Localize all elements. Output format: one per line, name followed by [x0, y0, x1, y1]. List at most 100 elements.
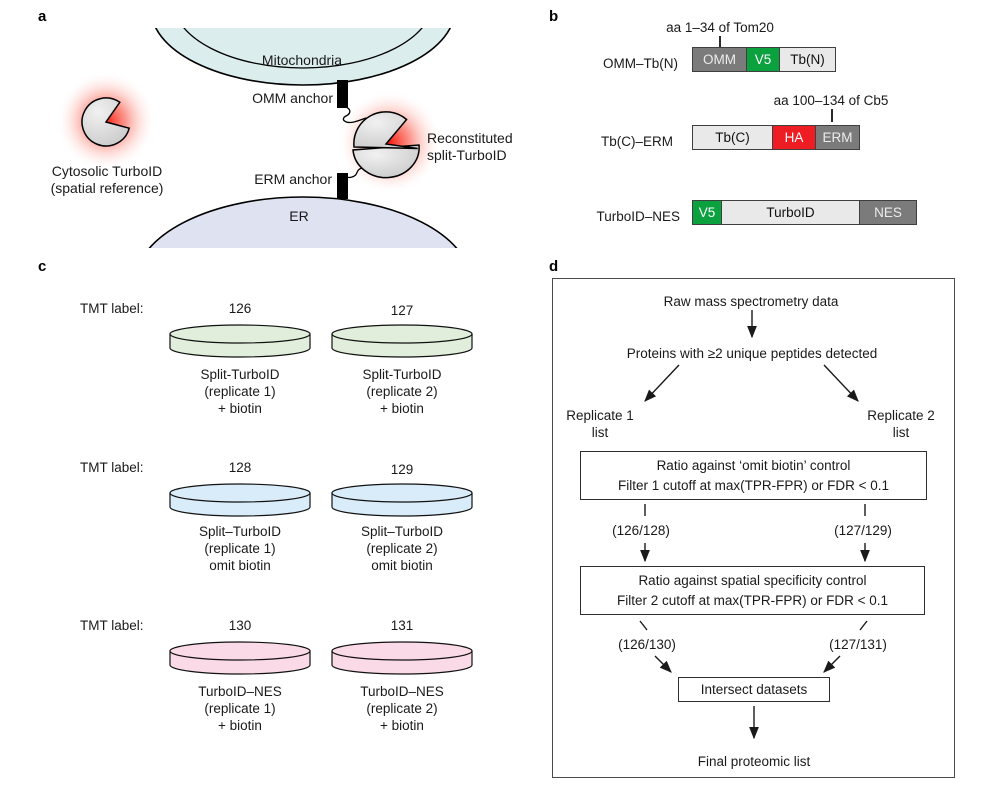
panel-b-label: b: [549, 8, 559, 25]
construct2-seg-erm: ERM: [815, 125, 860, 150]
tmt-126: 126: [228, 301, 252, 316]
panel-c-dishes: [169, 324, 473, 675]
dish-127-caption-line3: + biotin: [380, 401, 424, 416]
construct3-seg-v5: V5: [692, 200, 722, 225]
flow-peptides: Proteins with ≥2 unique peptides detecte…: [626, 346, 878, 361]
construct3-seg-nes: NES: [859, 200, 917, 225]
dish-130-caption-line3: + biotin: [218, 718, 262, 733]
dish-130-caption: TurboID–NES (replicate 1) + biotin: [155, 683, 325, 734]
flow-replicate1-line1: Replicate 1: [566, 408, 634, 423]
cytosolic-turboid-label-line2: (spatial reference): [50, 179, 164, 196]
dish-128-caption-line1: Split–TurboID: [198, 524, 282, 539]
tmt-130: 130: [228, 618, 252, 633]
dish-128: [169, 483, 311, 517]
construct2-seg-tbc: Tb(C): [692, 125, 773, 150]
reconstituted-label-line2: split-TurboID: [427, 146, 507, 163]
tmt-label-row2: TMT label:: [80, 460, 144, 475]
tmt-128: 128: [228, 460, 252, 475]
dish-126-caption-line3: + biotin: [218, 401, 262, 416]
dish-127-caption-line1: Split-TurboID: [362, 367, 442, 382]
dish-127-caption: Split-TurboID (replicate 2) + biotin: [317, 366, 487, 417]
tmt-131: 131: [390, 618, 414, 633]
flow-filter1-line1: Ratio against ‘omit biotin’ control: [656, 458, 851, 473]
mitochondria-label: Mitochondria: [261, 52, 343, 68]
dish-130-caption-line2: (replicate 1): [204, 701, 276, 716]
construct3-bar: V5 TurboID NES: [692, 200, 917, 225]
dish-127-caption-line2: (replicate 2): [366, 384, 438, 399]
construct2-annotation-tick: [831, 109, 833, 122]
flow-ratio-126-128: (126/128): [612, 523, 670, 538]
dish-130-caption-line1: TurboID–NES: [198, 684, 282, 699]
dish-129: [331, 483, 473, 517]
construct1-bar: OMM V5 Tb(N): [692, 47, 836, 72]
dish-128-caption: Split–TurboID (replicate 1) omit biotin: [155, 523, 325, 574]
tmt-127: 127: [390, 303, 414, 318]
panel-a-schematic: [56, 28, 458, 248]
mitochondria-shape: [154, 28, 452, 86]
reconstituted-label-line1: Reconstituted: [427, 130, 513, 146]
er-shape: [148, 196, 458, 248]
dish-128-caption-line3: omit biotin: [209, 558, 271, 573]
dish-128-caption-line2: (replicate 1): [204, 541, 276, 556]
dish-129-caption-line2: (replicate 2): [366, 541, 438, 556]
flow-filter2-box: Ratio against spatial specificity contro…: [580, 566, 925, 615]
flow-ratio-126-130: (126/130): [618, 637, 676, 652]
panel-d-label: d: [549, 258, 559, 275]
flow-replicate1-line2: list: [591, 425, 609, 440]
flow-filter2-line1: Ratio against spatial specificity contro…: [638, 573, 867, 588]
flow-ratio-127-129: (127/129): [834, 523, 892, 538]
flow-replicate2-line2: list: [892, 425, 910, 440]
cytosolic-turboid-enzyme: [81, 97, 131, 147]
construct1-name: OMM–Tb(N): [603, 56, 678, 71]
cytosolic-turboid-label-line1: Cytosolic TurboID: [51, 163, 163, 179]
flow-intersect-box: Intersect datasets: [678, 677, 830, 702]
construct1-seg-tbn: Tb(N): [779, 47, 836, 72]
er-label: ER: [289, 208, 309, 224]
construct2-bar: Tb(C) HA ERM: [692, 125, 860, 150]
flow-final-list: Final proteomic list: [697, 754, 811, 769]
tmt-129: 129: [390, 462, 414, 477]
flow-replicate1: Replicate 1 list: [550, 407, 650, 441]
construct1-seg-omm: OMM: [692, 47, 747, 72]
dish-131-caption-line1: TurboID–NES: [360, 684, 444, 699]
construct3-name: TurboID–NES: [596, 209, 680, 224]
split-turboid-top-half: [353, 111, 418, 150]
dish-126-caption-line1: Split-TurboID: [200, 367, 280, 382]
dish-131: [331, 641, 473, 675]
dish-129-caption-line1: Split–TurboID: [360, 524, 444, 539]
dish-126-caption: Split-TurboID (replicate 1) + biotin: [155, 366, 325, 417]
construct2-name: Tb(C)–ERM: [600, 134, 673, 149]
dish-127: [331, 324, 473, 358]
dish-131-caption-line3: + biotin: [380, 718, 424, 733]
reconstituted-label: Reconstituted split-TurboID: [427, 130, 513, 163]
flow-filter1-line2: Filter 1 cutoff at max(TPR-FPR) or FDR <…: [618, 478, 889, 493]
construct1-seg-v5: V5: [745, 47, 781, 72]
flow-replicate2: Replicate 2 list: [851, 407, 951, 441]
construct3-seg-turboid: TurboID: [720, 200, 861, 225]
dish-129-caption: Split–TurboID (replicate 2) omit biotin: [317, 523, 487, 574]
construct1-annotation-tick: [719, 36, 721, 47]
panel-a-label: a: [38, 8, 47, 25]
omm-anchor-label: OMM anchor: [252, 90, 333, 106]
erm-anchor-shape: [337, 173, 348, 199]
omm-anchor-shape: [337, 80, 348, 108]
construct2-seg-ha: HA: [771, 125, 817, 150]
flow-filter1-box: Ratio against ‘omit biotin’ control Filt…: [580, 451, 927, 500]
flow-raw-data: Raw mass spectrometry data: [663, 294, 839, 309]
construct2-annotation: aa 100–134 of Cb5: [773, 93, 889, 108]
dish-131-caption: TurboID–NES (replicate 2) + biotin: [317, 683, 487, 734]
dish-126-caption-line2: (replicate 1): [204, 384, 276, 399]
omm-linker-squiggle: [342, 105, 367, 124]
tmt-label-row3: TMT label:: [80, 618, 144, 633]
flow-filter2-line2: Filter 2 cutoff at max(TPR-FPR) or FDR <…: [617, 593, 888, 608]
panel-c-label: c: [38, 258, 47, 275]
flow-replicate2-line1: Replicate 2: [867, 408, 935, 423]
dish-126: [169, 324, 311, 358]
dish-131-caption-line2: (replicate 2): [366, 701, 438, 716]
dish-129-caption-line3: omit biotin: [371, 558, 433, 573]
tmt-label-row1: TMT label:: [80, 301, 144, 316]
flow-ratio-127-131: (127/131): [829, 637, 887, 652]
erm-anchor-label: ERM anchor: [254, 171, 332, 187]
cytosolic-turboid-label: Cytosolic TurboID (spatial reference): [26, 163, 188, 196]
